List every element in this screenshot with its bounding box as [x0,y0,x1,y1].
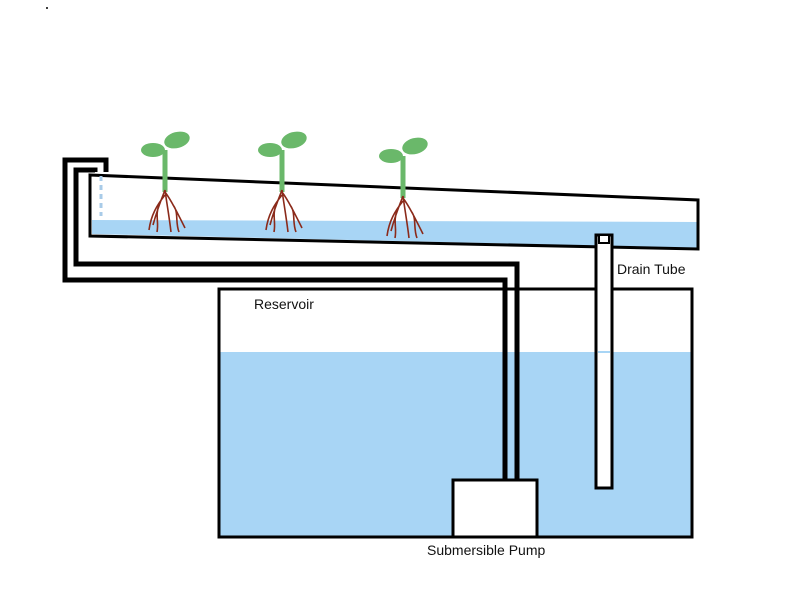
plant [141,131,190,233]
plant-roots [386,195,424,239]
plant-roots [148,189,186,233]
plant-roots [265,189,303,233]
plant [379,137,428,239]
plant-leaf-right [164,131,190,149]
supply-tube-wall [62,157,520,481]
reservoir-label: Reservoir [254,296,314,312]
submersible-pump [451,478,539,539]
drain-tube-body [594,233,614,490]
supply-tube [62,157,520,481]
drain-tube-top [598,234,610,244]
plant [258,131,307,233]
channel-outline [88,173,700,251]
plant-leaf-left [258,143,282,157]
pump-label: Submersible Pump [427,542,546,558]
plant-leaf-right [281,131,307,149]
plant-leaf-right [402,137,428,155]
drain-tube-label: Drain Tube [617,261,686,277]
plant-leaf-left [141,143,165,157]
drain-tube [594,233,614,490]
plant-leaf-left [379,149,403,163]
stray-dot [46,7,48,9]
